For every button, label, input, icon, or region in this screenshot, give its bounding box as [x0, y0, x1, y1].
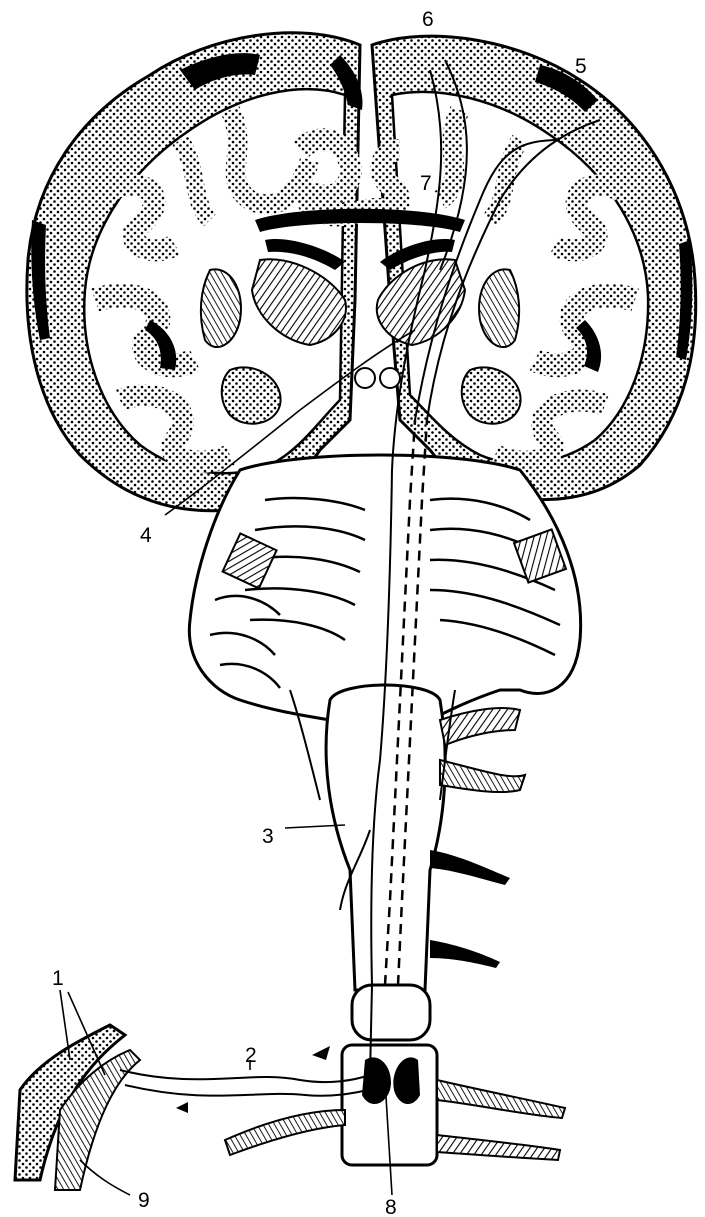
label-2: 2	[245, 1044, 257, 1067]
skin-receptor	[15, 1025, 140, 1190]
cerebrum-section	[27, 33, 696, 511]
putamen-left	[201, 269, 241, 347]
label-8: 8	[385, 1196, 397, 1217]
label-4: 4	[140, 524, 152, 547]
label-9: 9	[138, 1189, 150, 1212]
putamen-right	[479, 269, 519, 347]
arrow-up-nerve	[312, 1046, 330, 1060]
medulla	[326, 685, 445, 990]
arrow-left-nerve	[176, 1102, 188, 1113]
label-3: 3	[262, 825, 274, 848]
label-7: 7	[420, 172, 432, 195]
nerve-fan-2	[430, 940, 500, 968]
spinal-cord	[225, 985, 565, 1165]
brainstem	[189, 455, 580, 990]
label-5: 5	[575, 55, 587, 78]
label-6: 6	[422, 8, 434, 31]
spinal-nerve-left	[225, 1110, 345, 1155]
nerve-fan-1	[430, 850, 510, 885]
label-1: 1	[52, 967, 64, 990]
spinal-nerve-right	[437, 1080, 565, 1118]
leader-9	[80, 1160, 130, 1195]
